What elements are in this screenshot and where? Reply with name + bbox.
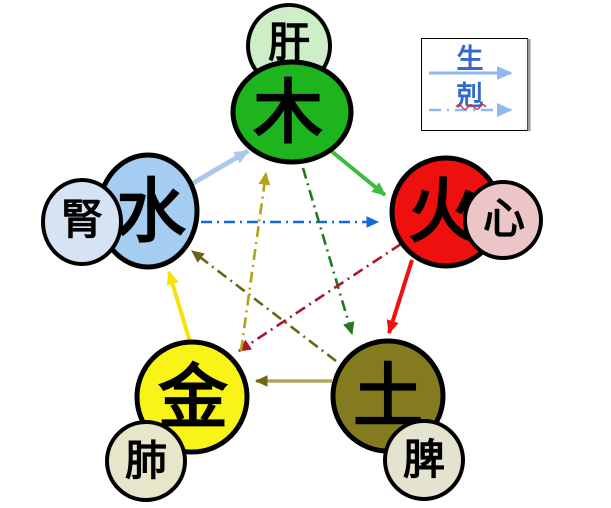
overcoming-arrows [191,167,402,363]
organ-lung: 肺 [105,420,187,502]
wood-circle [230,59,354,165]
kidney-circle [41,178,123,266]
arrow-wood-to-fire [328,148,387,197]
lung-circle [105,420,187,502]
organ-heart: 心 [463,180,543,260]
arrow-fire-to-earth [386,259,414,335]
element-wood: 木 [230,59,354,165]
legend-overcoming-underline [455,104,487,110]
legend: 生 剋 [421,38,531,131]
arrow-earth-overcomes-water [191,249,337,363]
arrow-water-to-wood [181,148,250,192]
arrow-metal-to-water [166,270,192,343]
heart-circle [463,180,543,260]
liver-label: 肝 [268,21,310,67]
spleen-circle [383,419,465,501]
element-water: 水 [96,152,200,270]
lung-label: 肺 [125,439,167,485]
organ-kidney: 腎 [41,178,123,266]
arrow-fire-overcomes-metal [238,242,402,353]
metal-label: 金 [157,360,229,438]
generating-arrows [166,148,414,387]
water-label: 水 [116,175,187,252]
arrow-metal-overcomes-wood [239,171,271,352]
legend-generating-label: 生 [457,44,484,74]
legend-overcoming-label: 剋 [456,81,484,111]
kidney-label: 腎 [61,198,103,244]
heart-label: 心 [483,197,525,243]
wood-label: 木 [253,76,323,153]
arrow-wood-overcomes-earth [301,167,355,336]
organ-spleen: 脾 [383,419,465,501]
spleen-label: 脾 [403,437,445,484]
